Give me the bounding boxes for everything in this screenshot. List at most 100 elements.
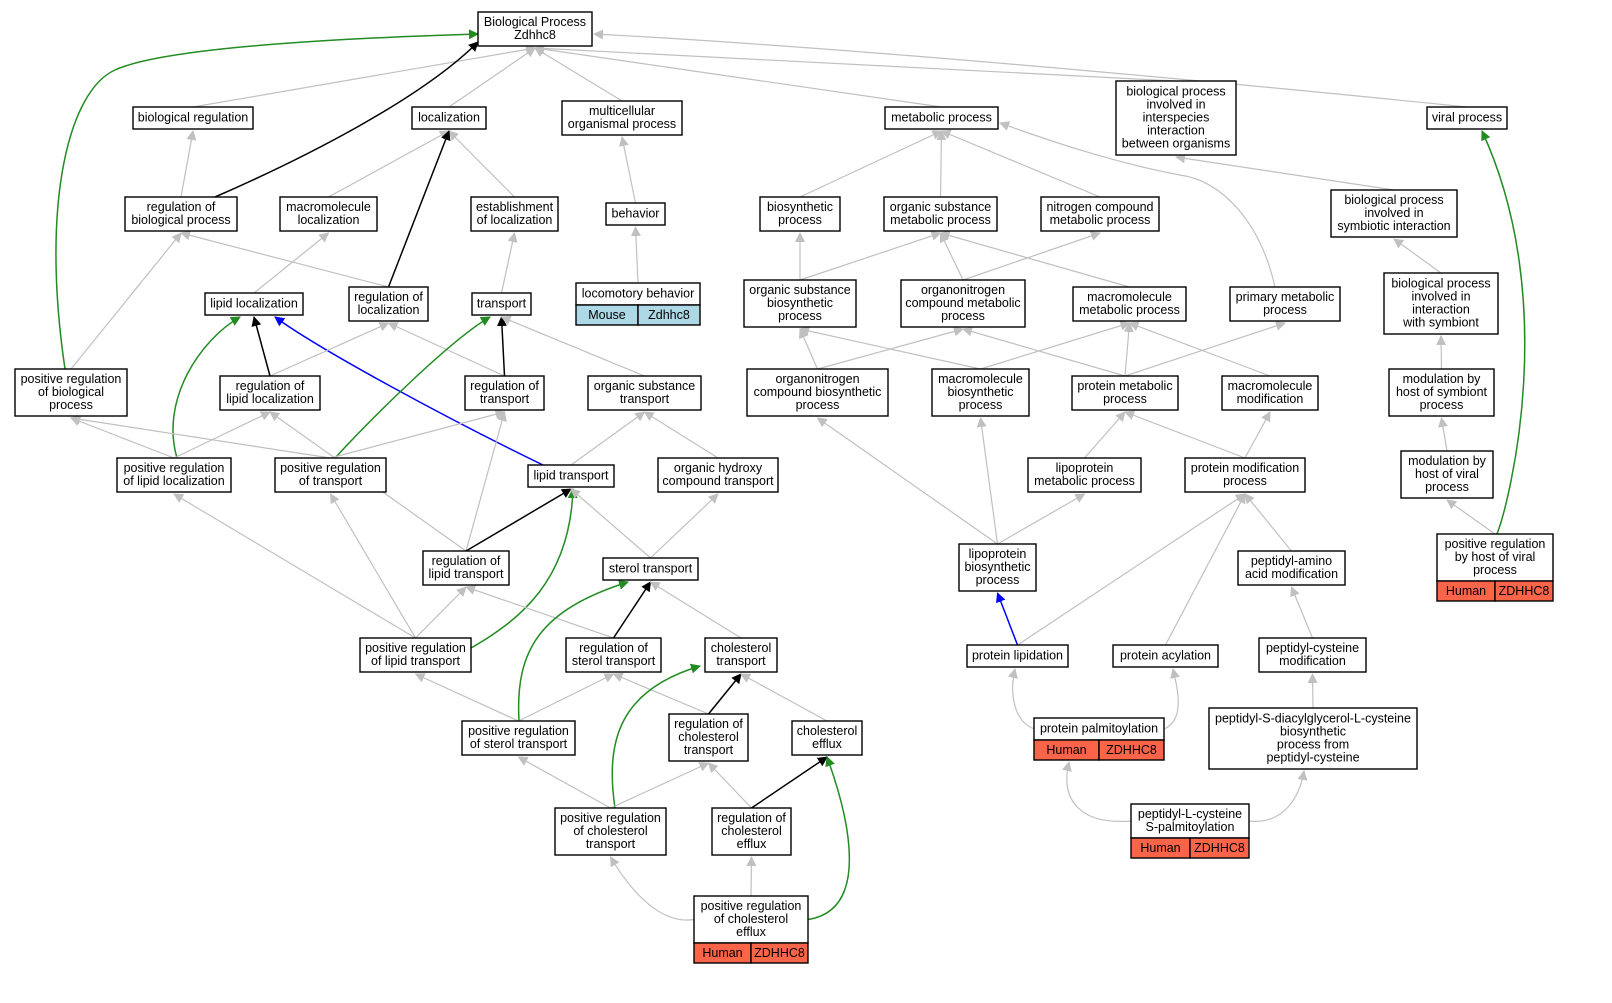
node-box	[359, 637, 472, 673]
node-label-line: interaction	[1147, 124, 1205, 138]
edge-is-a-protpalm-to-protlipid	[1008, 668, 1035, 730]
edge-is-a-locobeh-to-behavior	[630, 226, 641, 284]
node-label-line: interaction	[1412, 303, 1470, 317]
annotation-species-label: Human	[1046, 743, 1086, 757]
node-box	[464, 375, 545, 411]
go-term-node[interactable]: lipid transport	[527, 464, 615, 488]
go-term-node[interactable]: metabolic process	[884, 106, 999, 130]
node-label-line: biosynthetic	[767, 200, 833, 214]
go-term-node[interactable]: protein acylation	[1112, 644, 1219, 668]
go-term-node[interactable]: peptidyl-L-cysteineS-palmitoylationHuman…	[1130, 803, 1250, 859]
node-box	[116, 457, 232, 493]
annotation-gene-cell	[637, 304, 701, 326]
go-term-node[interactable]: protein lipidation	[966, 644, 1069, 668]
node-label-line: involved in	[1146, 98, 1205, 112]
node-box	[132, 106, 254, 130]
node-label-line: compound transport	[662, 474, 774, 488]
go-term-node[interactable]: localization	[411, 106, 487, 130]
node-label-line: process	[1263, 303, 1307, 317]
node-label-line: lipid localization	[226, 392, 314, 406]
annotation-species-label: Human	[1446, 584, 1486, 598]
node-box	[124, 196, 238, 232]
edge-is-a-steroltrans-to-orghydroxy	[650, 493, 719, 559]
node-label-line: behavior	[612, 207, 660, 221]
edge-is-a-posregviral-to-modviral	[1446, 499, 1496, 535]
go-term-node[interactable]: sterol transport	[602, 557, 699, 581]
go-term-node[interactable]: transport	[471, 292, 532, 316]
node-label-line: of lipid localization	[123, 474, 224, 488]
node-label-line: regulation of	[470, 379, 539, 393]
node-box	[1436, 533, 1554, 582]
node-label-line: regulation of	[717, 811, 786, 825]
node-box	[657, 457, 779, 493]
go-term-node[interactable]: peptidyl-S-diacylglycerol-L-cysteinebios…	[1208, 707, 1418, 770]
go-term-node[interactable]: viral process	[1426, 106, 1508, 130]
go-term-node[interactable]: biological regulation	[132, 106, 254, 130]
node-box	[274, 457, 387, 493]
go-term-node[interactable]: lipid localization	[204, 292, 304, 316]
node-box	[1115, 80, 1237, 156]
node-box	[668, 713, 749, 762]
edge-is-a-lipidloc-to-macroloc	[253, 232, 330, 294]
edge-part-of-reglipidloc-to-lipidloc	[251, 316, 271, 377]
edge-is-a-posregbio-to-regbio	[70, 232, 182, 370]
annotation-species-label: Mouse	[588, 308, 626, 322]
node-label-line: organic substance	[890, 200, 992, 214]
go-term-node[interactable]: behavior	[605, 202, 666, 226]
node-label-line: macromolecule	[1228, 379, 1313, 393]
node-label-line: between organisms	[1122, 137, 1230, 151]
edge-is-a-posregtrans-to-posregbio	[70, 414, 331, 459]
node-box	[900, 279, 1026, 328]
annotation-gene-label: ZDHHC8	[754, 946, 805, 960]
node-label-line: metabolic process	[890, 213, 991, 227]
edge-positively-regulates-posregsteroltrans-to-steroltrans	[517, 579, 629, 722]
